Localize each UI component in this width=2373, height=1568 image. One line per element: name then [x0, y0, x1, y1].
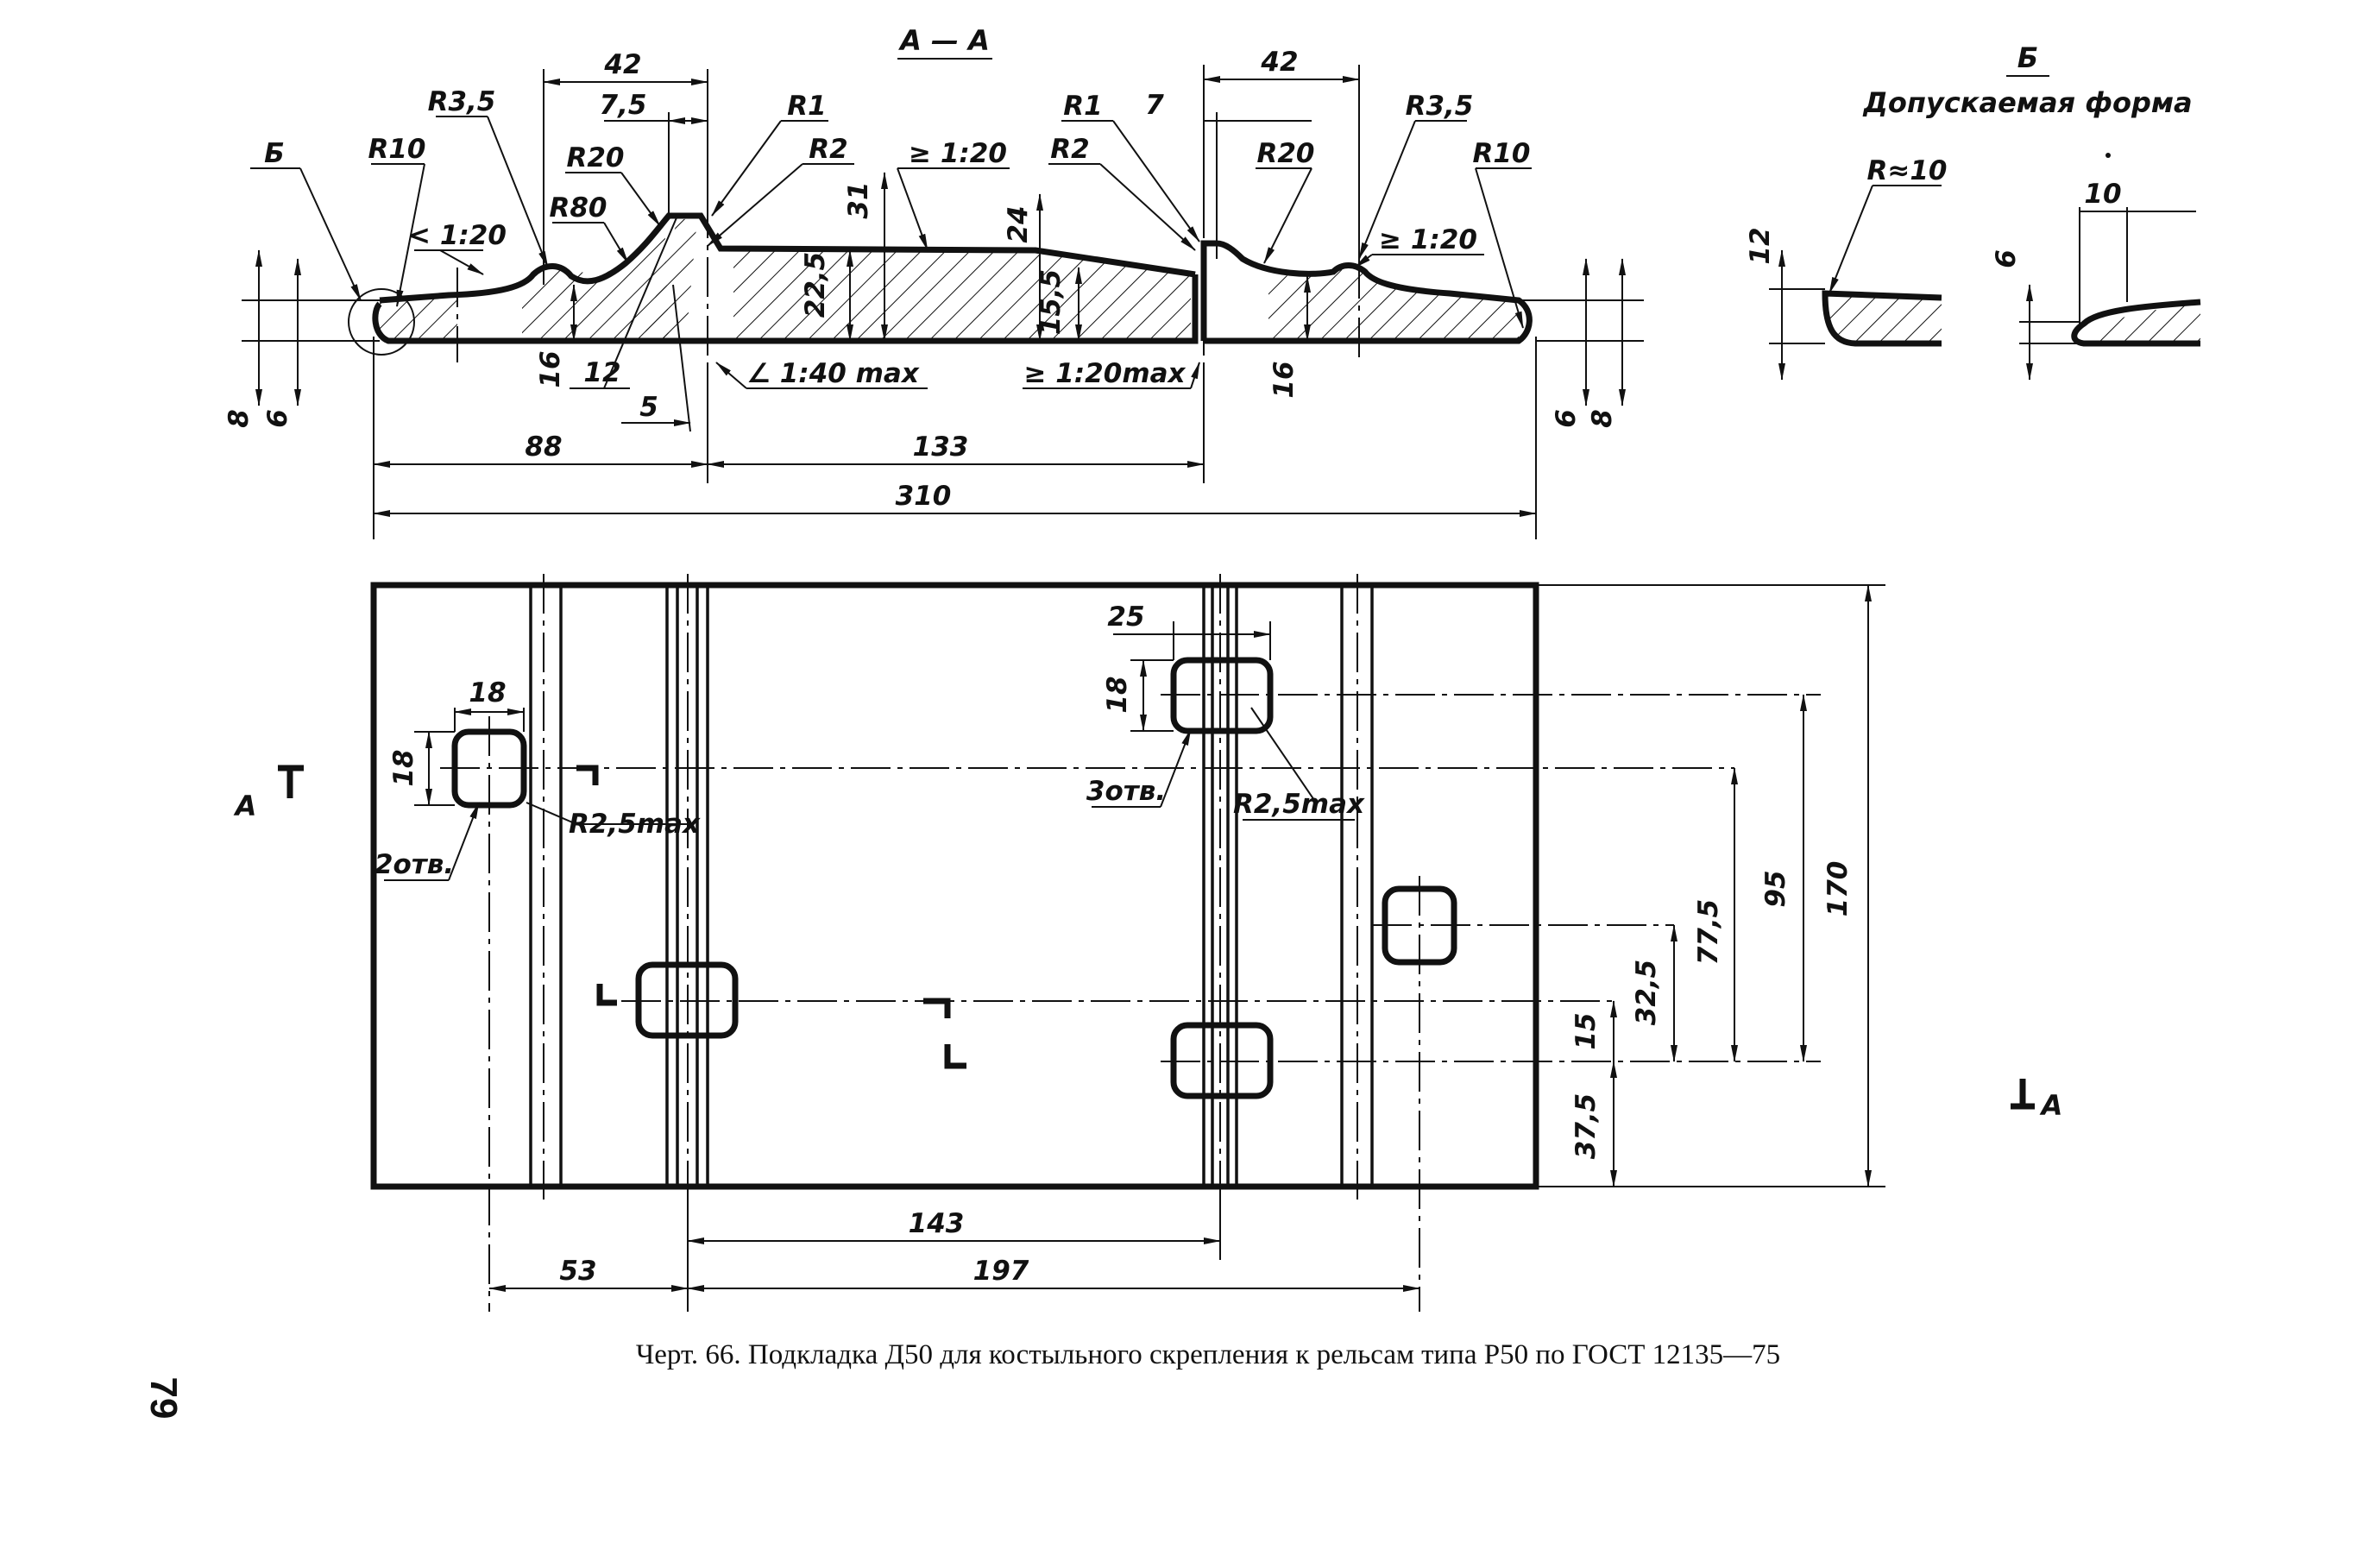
h6-right: 6 — [1551, 409, 1582, 428]
radius-labels-left: R3,5 R10 R20 R80 R1 R2 < 1:20 — [368, 86, 854, 307]
cut-mark-right — [2011, 1079, 2035, 1110]
r10-left: R10 — [368, 134, 425, 165]
r10-right: R10 — [1472, 138, 1530, 169]
h31: 31 — [843, 181, 874, 218]
left-hole-dims: 18 18 R2,5max 2отв. — [375, 677, 701, 881]
h15-5: 15,5 — [1035, 269, 1067, 336]
slope-left: < 1:20 — [408, 220, 507, 251]
h8-right: 8 — [1587, 409, 1618, 428]
r20-left: R20 — [566, 142, 624, 173]
figure-caption: Черт. 66. Подкладка Д50 для костыльного … — [636, 1339, 1780, 1370]
dim-37-5: 37,5 — [1570, 1093, 1602, 1160]
r2-right: R2 — [1050, 134, 1089, 165]
detail-radius: R≈10 — [1867, 155, 1948, 186]
cut-label-left: А — [233, 790, 257, 822]
dim-170: 170 — [1822, 861, 1854, 917]
section-profile — [372, 212, 1533, 344]
r20-right: R20 — [1256, 138, 1314, 169]
detail-view: Б Допускаемая форма R≈10 12 10 6 — [1745, 41, 2201, 381]
radius-right: R2,5max — [1233, 789, 1365, 820]
h6-left: 6 — [262, 409, 293, 428]
slope-top: ≥ 1:20 — [909, 138, 1007, 169]
slope-20max: ≥ 1:20max — [1023, 358, 1186, 389]
detail-width: 10 — [2084, 179, 2121, 210]
hole-height-left: 18 — [388, 749, 419, 786]
r1-right: R1 — [1063, 91, 1102, 122]
cut-mark-left — [278, 765, 304, 798]
plan-view: А А 18 18 R2,5max 2отв. — [233, 574, 2063, 1312]
radius-labels-right: R1 R2 R20 R3,5 R10 ≥ 1:20 — [1048, 91, 1532, 329]
bottom-dims: 143 53 197 — [488, 1187, 1420, 1312]
detail-mark: Б — [264, 138, 285, 169]
dim-32-5: 32,5 — [1631, 960, 1662, 1026]
dim-42-right: 42 — [1260, 47, 1298, 78]
h16-left: 16 — [535, 350, 566, 387]
top-dims: 42 7,5 42 7 — [543, 47, 1360, 285]
overall-dims: 88 133 310 — [373, 337, 1537, 539]
detail-letter: Б — [2017, 41, 2038, 74]
section-corner — [596, 984, 617, 1006]
middle-labels: ≥ 1:20 31 22,5 24 15,5 16 16 12 5 ∠ 1:40… — [535, 138, 1311, 432]
r3-5-left: R3,5 — [428, 86, 496, 117]
dim-310: 310 — [896, 481, 952, 512]
r80: R80 — [549, 192, 607, 224]
h16-right: 16 — [1268, 361, 1300, 398]
detail-circle — [348, 288, 415, 356]
dim-53: 53 — [559, 1256, 596, 1287]
dim-7: 7 — [1145, 90, 1164, 121]
section-corner — [923, 998, 951, 1018]
section-view: А — А Б 88 133 — [223, 24, 1644, 539]
section-corner — [576, 765, 599, 785]
detail-title: Допускаемая форма — [1862, 86, 2192, 119]
radius-left: R2,5max — [569, 809, 701, 840]
dim-95: 95 — [1760, 870, 1791, 907]
section-corner — [944, 1044, 966, 1069]
hole-height-right: 18 — [1102, 676, 1133, 713]
dim-42-left: 42 — [603, 49, 641, 80]
section-title: А — А — [897, 24, 990, 57]
dim-133: 133 — [913, 431, 969, 463]
h24: 24 — [1003, 205, 1034, 242]
r2-left: R2 — [809, 134, 847, 165]
dim-77-5: 77,5 — [1693, 899, 1724, 966]
dim-15: 15 — [1570, 1012, 1602, 1049]
h8-left: 8 — [223, 409, 255, 428]
dim-12: 12 — [583, 357, 620, 388]
detail-height-left: 12 — [1745, 227, 1776, 264]
detail-height-right: 6 — [1991, 249, 2022, 268]
hole-width-right: 25 — [1107, 601, 1144, 633]
page-number: 79 — [142, 1377, 185, 1420]
holes-right: 3отв. — [1086, 776, 1166, 807]
h22-5: 22,5 — [800, 252, 831, 318]
hole-width-left: 18 — [469, 677, 506, 708]
dim-143: 143 — [909, 1208, 965, 1239]
dim-197: 197 — [973, 1256, 1029, 1287]
side-heights: 8 6 6 8 — [223, 249, 1644, 428]
cut-label-right: А — [2039, 1089, 2063, 1122]
r1-left: R1 — [787, 91, 826, 122]
holes-left: 2отв. — [375, 849, 454, 880]
vertical-dims: 170 95 77,5 32,5 15 37,5 — [1536, 584, 1885, 1187]
slope-right: ≥ 1:20 — [1379, 224, 1477, 255]
dim-5: 5 — [639, 392, 658, 423]
plate-outline — [370, 582, 1539, 1190]
dim-88: 88 — [525, 431, 562, 463]
right-hole-dims: 25 18 3отв. R2,5max — [1086, 601, 1365, 821]
r3-5-right: R3,5 — [1406, 91, 1474, 122]
dim-7-5: 7,5 — [600, 90, 647, 121]
slope-40: ∠ 1:40 max — [746, 358, 920, 389]
